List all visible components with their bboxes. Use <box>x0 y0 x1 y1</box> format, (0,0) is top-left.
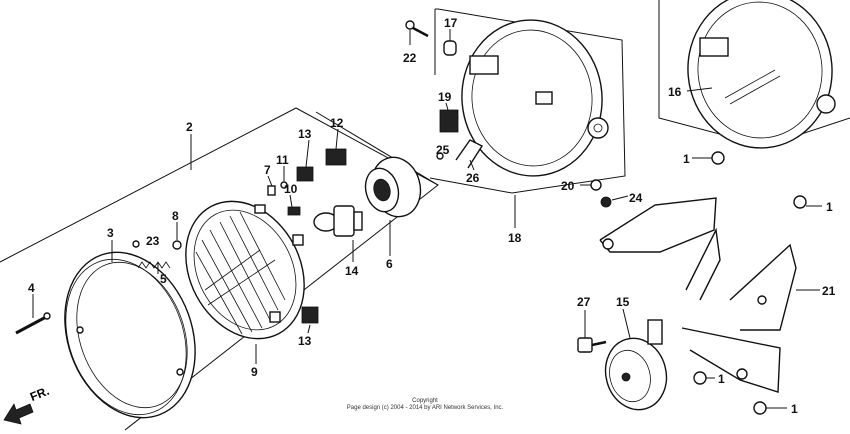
callout-26: 26 <box>466 171 480 185</box>
headlight-unit <box>185 200 305 340</box>
callout-1b: 1 <box>826 200 833 214</box>
headlight-case-16 <box>687 0 836 149</box>
callout-27: 27 <box>577 295 591 309</box>
case-variant-group-outline <box>658 0 850 147</box>
callout-8: 8 <box>172 209 179 223</box>
callout-9: 9 <box>251 365 258 379</box>
horn-15 <box>604 319 668 411</box>
callout-12: 12 <box>330 116 344 130</box>
callout-18: 18 <box>508 231 522 245</box>
clip-7 <box>267 185 276 196</box>
rim-ring <box>64 251 196 419</box>
callout-22: 22 <box>403 51 417 65</box>
bolt-27 <box>577 337 607 353</box>
nut-1b <box>793 195 807 209</box>
headlight-group-outline-right <box>315 111 439 186</box>
callout-3: 3 <box>107 226 114 240</box>
collar-20 <box>590 179 602 191</box>
callout-23: 23 <box>146 234 160 248</box>
callouts: 2 3 4 5 23 8 7 11 10 13 12 14 6 9 13 17 … <box>28 16 836 416</box>
copyright-line-1: Copyright <box>412 398 438 404</box>
callout-11: 11 <box>276 153 289 167</box>
bolt-24 <box>600 196 612 208</box>
callout-6: 6 <box>386 257 393 271</box>
grommet-17 <box>443 40 457 56</box>
spring-5 <box>137 261 171 269</box>
front-direction-arrow-icon <box>3 403 34 425</box>
clip-19 <box>439 109 459 133</box>
callout-7: 7 <box>264 163 271 177</box>
callout-20: 20 <box>561 179 575 193</box>
bolt-22 <box>405 20 429 38</box>
headlight-case-18 <box>461 19 609 177</box>
callout-10: 10 <box>284 182 298 196</box>
clip-10 <box>287 206 301 216</box>
nut-8 <box>172 240 182 250</box>
screw-25 <box>436 152 444 160</box>
screw-4 <box>15 312 51 335</box>
callout-1c: 1 <box>718 372 725 386</box>
bracket-21 <box>599 197 797 393</box>
bracket-26 <box>455 139 484 169</box>
callout-13b: 13 <box>298 334 312 348</box>
nut-1a <box>711 151 725 165</box>
socket-13a <box>296 166 314 182</box>
callout-1a: 1 <box>683 152 690 166</box>
callout-4: 4 <box>28 281 35 295</box>
nut-1c <box>693 371 707 385</box>
copyright-line-2: Page design (c) 2004 - 2014 by ARI Netwo… <box>346 405 504 411</box>
nut-11 <box>280 181 288 189</box>
case-group-outline <box>429 8 626 194</box>
callout-25: 25 <box>436 143 450 157</box>
callout-15: 15 <box>616 295 630 309</box>
callout-16: 16 <box>668 85 682 99</box>
callout-2: 2 <box>186 120 193 134</box>
callout-1d: 1 <box>791 402 798 416</box>
dust-cover-6 <box>364 156 422 218</box>
callout-14: 14 <box>345 264 359 278</box>
callout-13a: 13 <box>298 127 312 141</box>
callout-17: 17 <box>444 16 458 30</box>
callout-21: 21 <box>822 284 836 298</box>
callout-5: 5 <box>160 272 167 286</box>
cover-12 <box>325 148 347 166</box>
callout-19: 19 <box>438 90 452 104</box>
bolt-23 <box>132 240 140 248</box>
leader-lines <box>32 29 822 409</box>
socket-13b <box>301 306 319 324</box>
callout-24: 24 <box>629 191 643 205</box>
bulb-14 <box>313 205 363 237</box>
